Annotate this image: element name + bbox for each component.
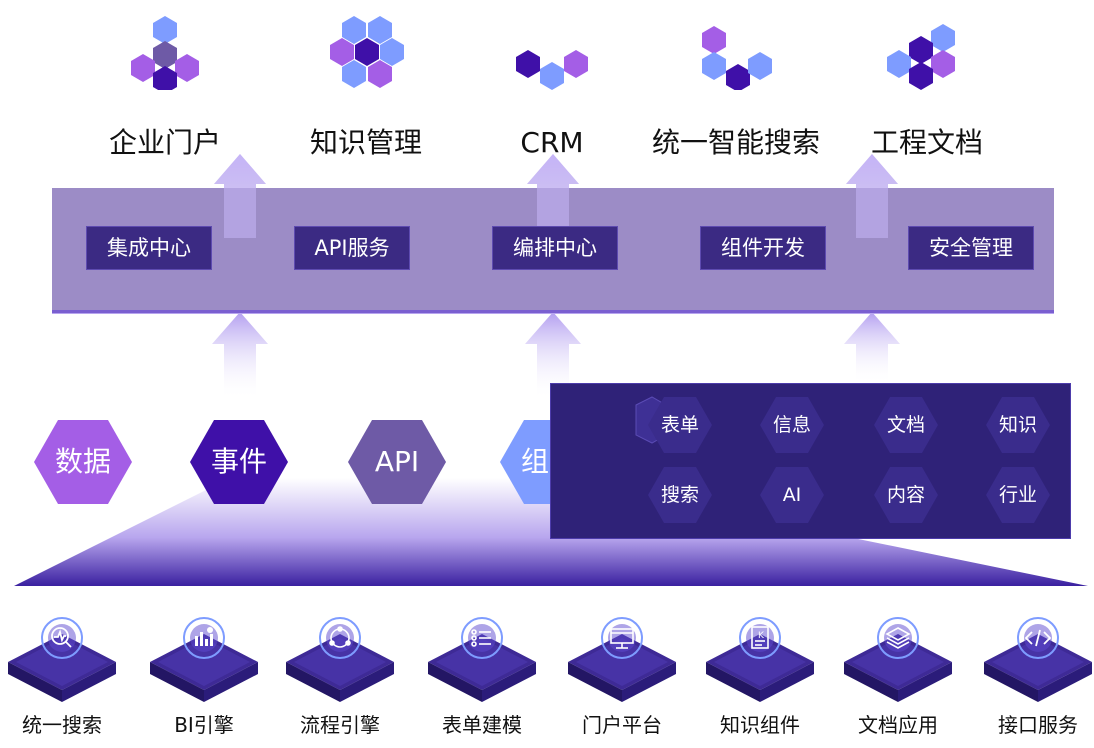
- flow-cycle-icon: [329, 626, 351, 648]
- interface-code-icon: [1024, 629, 1052, 647]
- module-bi-engine: BI引擎: [142, 612, 266, 748]
- svg-text:K: K: [758, 631, 765, 641]
- module-label: 接口服务: [998, 713, 1078, 737]
- app-label: 知识管理: [309, 126, 422, 159]
- search-chart-icon: [51, 627, 72, 648]
- arrow-up: [212, 312, 900, 400]
- component-ai: AI: [782, 484, 802, 506]
- component-doc: 文档: [886, 414, 925, 436]
- module-label: 流程引擎: [300, 713, 380, 737]
- module-knowledge-component: K 知识组件: [698, 612, 822, 748]
- app-crm: CRM: [462, 10, 642, 160]
- component-hexagons-grid: [648, 397, 1050, 523]
- component-form: 表单: [660, 414, 699, 436]
- capability-hex-event: [190, 420, 288, 504]
- app-label: 企业门户: [108, 126, 221, 159]
- app-label: 工程文档: [870, 126, 983, 159]
- service-api: API服务: [294, 226, 410, 270]
- module-label: 文档应用: [858, 713, 938, 737]
- service-security-management: 安全管理: [908, 226, 1034, 270]
- module-label: BI引擎: [174, 713, 234, 737]
- service-orchestration-center: 编排中心: [492, 226, 618, 270]
- component-industry: 行业: [998, 484, 1037, 506]
- app-label: 统一智能搜索: [651, 126, 820, 159]
- module-interface-service: 接口服务: [976, 612, 1094, 748]
- module-unified-search: 统一搜索: [0, 612, 124, 748]
- service-integration-center: 集成中心: [86, 226, 212, 270]
- capability-hexagons: [34, 420, 598, 504]
- module-document-app: 文档应用: [836, 612, 960, 748]
- app-portal: 企业门户: [75, 10, 255, 160]
- hexagon-cluster-icon: [702, 26, 772, 90]
- app-search: 统一智能搜索: [646, 10, 826, 160]
- component-info: 信息: [772, 414, 811, 436]
- hexagon-cluster-icon: [330, 16, 404, 88]
- module-portal-platform: 门户平台: [560, 612, 684, 748]
- knowledge-book-icon: [751, 626, 769, 649]
- module-label: 知识组件: [720, 713, 800, 737]
- module-label: 统一搜索: [22, 713, 102, 737]
- app-label: CRM: [520, 126, 584, 159]
- component-knowledge: 知识: [998, 414, 1037, 436]
- component-content: 内容: [886, 484, 925, 506]
- module-label: 门户平台: [582, 713, 662, 737]
- capability-label-api: API: [374, 445, 420, 478]
- form-list-icon: [471, 629, 491, 647]
- app-engineering-docs: 工程文档: [837, 10, 1017, 160]
- capability-label-event: 事件: [210, 445, 267, 478]
- app-knowledge: 知识管理: [276, 10, 456, 160]
- portal-screen-icon: [610, 628, 634, 649]
- service-component-dev: 组件开发: [700, 226, 826, 270]
- capability-hex-api: [348, 420, 446, 504]
- module-form-modeling: 表单建模: [420, 612, 544, 748]
- module-label: 表单建模: [442, 713, 522, 737]
- hexagon-cluster-icon: [887, 24, 955, 90]
- bar-chart-icon: [195, 627, 213, 646]
- hexagon-cluster-icon: [516, 50, 588, 90]
- layers-icon: [885, 627, 911, 649]
- module-flow-engine: 流程引擎: [278, 612, 402, 748]
- hexagon-cluster-icon: [131, 16, 199, 90]
- capability-label-data: 数据: [54, 445, 111, 478]
- capability-hex-data: [34, 420, 132, 504]
- component-search: 搜索: [660, 484, 699, 506]
